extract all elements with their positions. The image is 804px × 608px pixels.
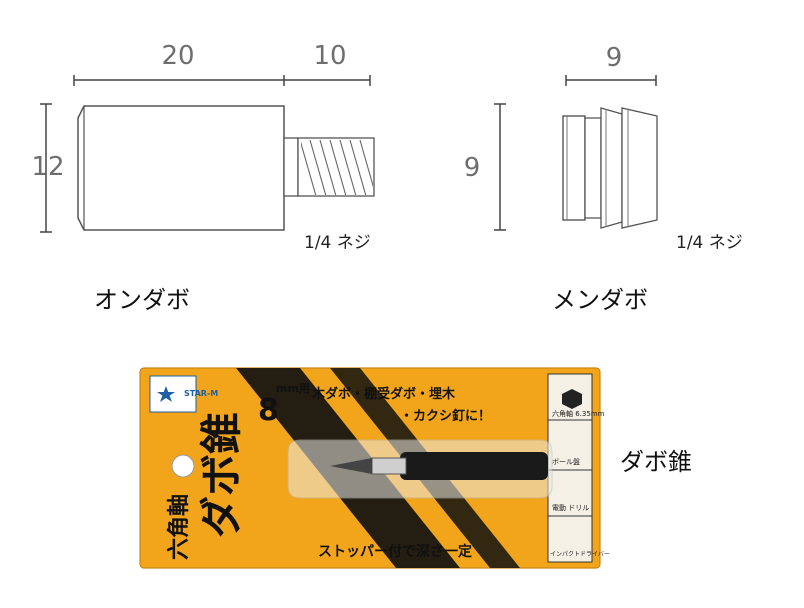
drill-bit-tip xyxy=(330,458,372,474)
dim-length-label: 20 xyxy=(161,41,194,71)
mendabo-drawing: 9 9 1/4 ネジ メンダボ xyxy=(464,43,743,314)
mendabo-rib-2 xyxy=(621,107,658,229)
drill-bit-shank xyxy=(400,452,548,480)
package-size: 8 xyxy=(258,393,279,428)
package-desc-1: 木ダボ・棚受ダボ・埋木 xyxy=(311,386,456,402)
dim-thread-length-label: 10 xyxy=(313,41,346,71)
side-label-hex: 六角軸 6.35mm xyxy=(552,409,605,418)
dim-width-label: 9 xyxy=(606,43,623,73)
package-title: ダボ錐 xyxy=(197,412,246,538)
ondabo-thread xyxy=(297,137,375,197)
package-desc-2: ・カクシ釘に！ xyxy=(400,408,491,424)
dim-height-label: 9 xyxy=(464,153,481,183)
mendabo-flange xyxy=(562,115,586,221)
mendabo-caption: メンダボ xyxy=(552,286,648,314)
ondabo-caption: オンダボ xyxy=(94,286,190,314)
ondabo-body xyxy=(77,105,285,231)
package: STAR-M ダボ錐 六角軸 8 mm用 木ダボ・棚受ダボ・埋木 ・カクシ釘に！… xyxy=(139,367,610,569)
dim-diameter-label: 12 xyxy=(31,152,64,182)
side-label-drill: 電動 ドリル xyxy=(552,503,589,512)
package-feature: ストッパー付で深さ一定 xyxy=(318,543,472,560)
ondabo-thread-note: 1/4 ネジ xyxy=(304,233,371,253)
package-subtitle: 六角軸 xyxy=(166,494,192,560)
brand-label: STAR-M xyxy=(184,389,218,398)
ondabo-drawing: 20 10 12 1/4 ネジ オンダボ xyxy=(31,41,375,314)
package-size-unit: mm用 xyxy=(276,382,310,395)
dabogiri-caption: ダボ錐 xyxy=(620,448,692,476)
mendabo-thread-note: 1/4 ネジ xyxy=(676,233,743,253)
side-label-drillpress: ボール盤 xyxy=(552,457,580,466)
side-label-impact: インパクトドライバー xyxy=(550,551,610,558)
mendabo-rib-1 xyxy=(600,107,623,229)
